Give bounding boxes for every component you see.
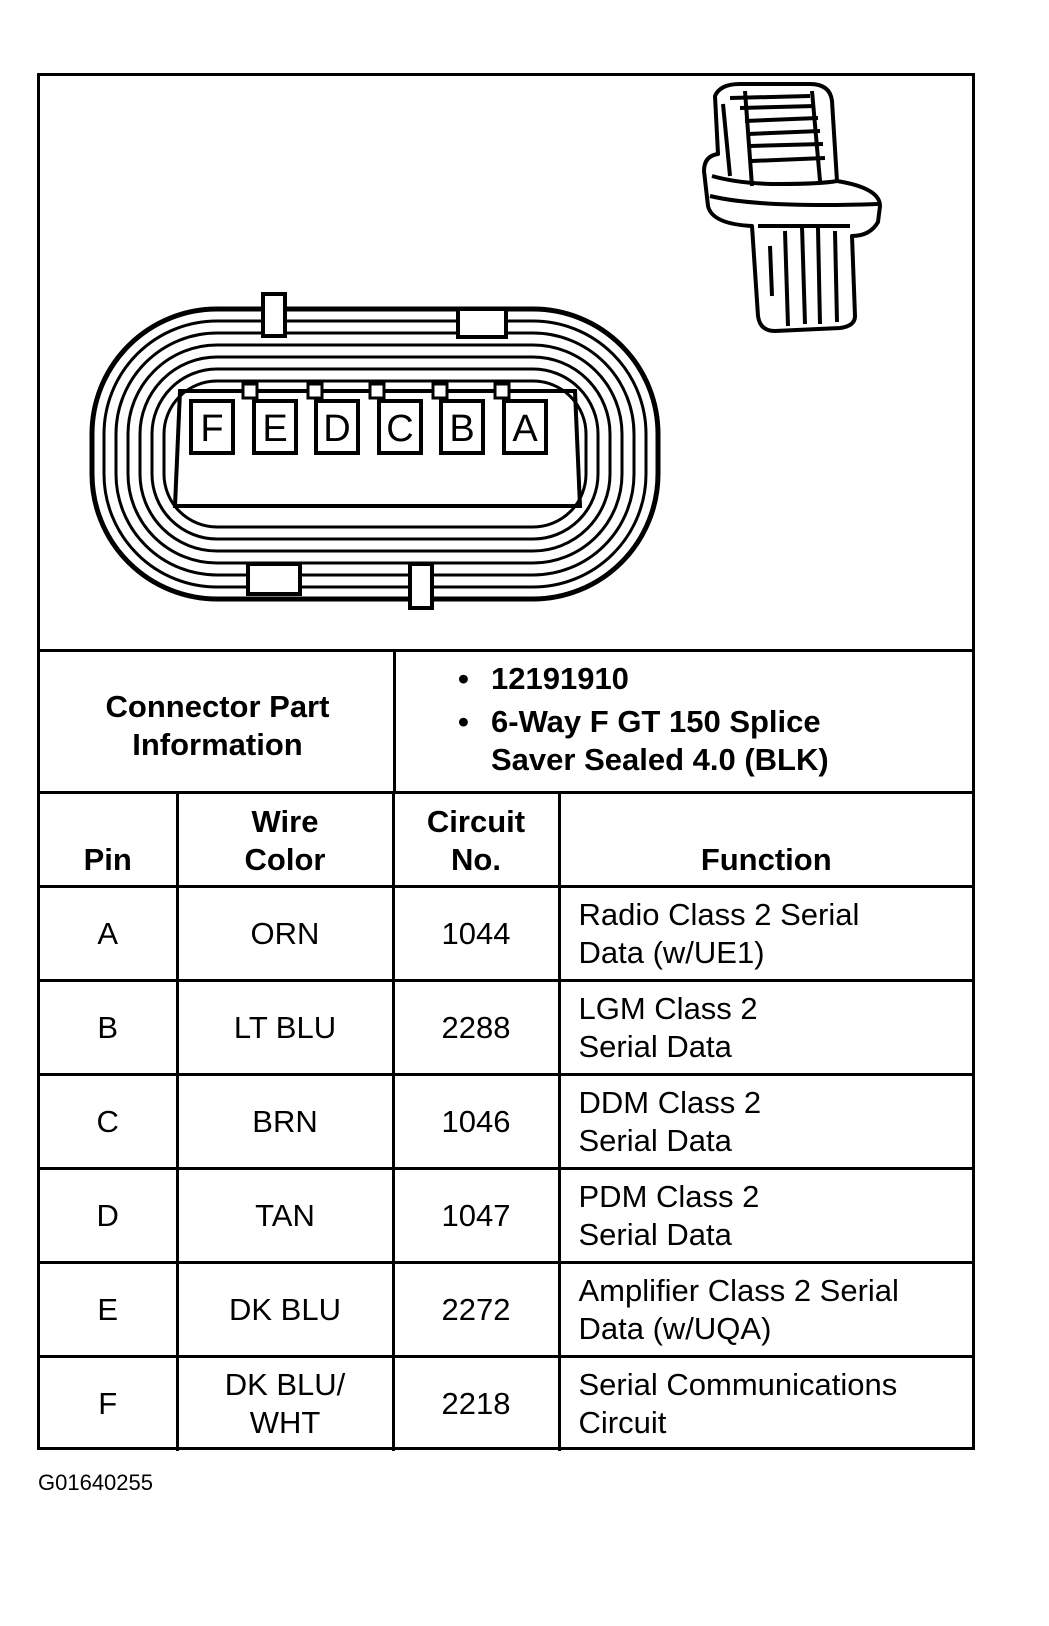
header-circuit-line1: Circuit	[426, 804, 526, 839]
cell-wire-color: DK BLU	[175, 1261, 395, 1358]
header-function: Function	[557, 791, 972, 888]
cell-pin: E	[40, 1261, 179, 1358]
header-wire-line1: Wire	[251, 804, 319, 839]
cell-wire-color: DK BLU/WHT	[175, 1355, 395, 1451]
header-wire-line2: Color	[244, 842, 326, 877]
connector-part-info-row: Connector Part Information • 12191910 • …	[40, 649, 972, 794]
part-number-item: • 12191910	[396, 660, 972, 698]
part-description-line2: Saver Sealed 4.0 (BLK)	[491, 742, 829, 777]
cell-circuit: 1047	[391, 1167, 561, 1264]
connector-diagram-area: F E D C B A	[40, 76, 972, 649]
header-circuit-line2: No.	[451, 842, 501, 877]
cell-wire-color: ORN	[175, 885, 395, 982]
part-number: 12191910	[491, 661, 629, 696]
cell-circuit: 2288	[391, 979, 561, 1076]
connector-face-view: F E D C B A	[89, 82, 882, 610]
part-description-line1: 6-Way F GT 150 Splice	[491, 704, 821, 739]
header-wire-color: Wire Color	[175, 791, 395, 888]
cell-wire-color: LT BLU	[175, 979, 395, 1076]
pin-table: Pin Wire Color Circuit No. Function A OR…	[40, 791, 972, 1451]
cell-circuit: 2218	[391, 1355, 561, 1451]
pin-table-header: Pin Wire Color Circuit No. Function	[40, 791, 972, 888]
cell-wire-color: TAN	[175, 1167, 395, 1264]
cell-pin: C	[40, 1073, 179, 1170]
cell-pin: D	[40, 1167, 179, 1264]
part-info-label-line1: Connector Part	[105, 689, 330, 724]
cell-circuit: 1044	[391, 885, 561, 982]
pin-label-d: D	[323, 408, 350, 450]
connector-part-info-list: • 12191910 • 6-Way F GT 150 Splice Saver…	[396, 652, 972, 794]
figure-id: G01640255	[38, 1470, 153, 1495]
cell-pin: A	[40, 885, 179, 982]
cell-pin: B	[40, 979, 179, 1076]
bullet: •	[458, 704, 469, 739]
pin-label-c: C	[386, 408, 413, 450]
connector-perspective-icon	[702, 82, 882, 333]
cell-pin: F	[40, 1355, 179, 1451]
cell-circuit: 2272	[391, 1261, 561, 1358]
pin-label-e: E	[262, 408, 287, 450]
header-pin: Pin	[40, 791, 179, 888]
pin-label-a: A	[512, 408, 538, 450]
pin-label-f: F	[200, 408, 223, 450]
bullet: •	[458, 661, 469, 696]
part-description-item: • 6-Way F GT 150 Splice Saver Sealed 4.0…	[396, 703, 972, 779]
cell-wire-color: BRN	[175, 1073, 395, 1170]
cell-circuit: 1046	[391, 1073, 561, 1170]
info-divider	[393, 652, 396, 794]
pin-label-b: B	[449, 408, 474, 450]
header-circuit-no: Circuit No.	[391, 791, 561, 888]
connector-part-info-label: Connector Part Information	[40, 652, 395, 794]
part-info-label-line2: Information	[132, 727, 303, 762]
diagram-frame: F E D C B A Connector Part	[37, 73, 975, 1451]
